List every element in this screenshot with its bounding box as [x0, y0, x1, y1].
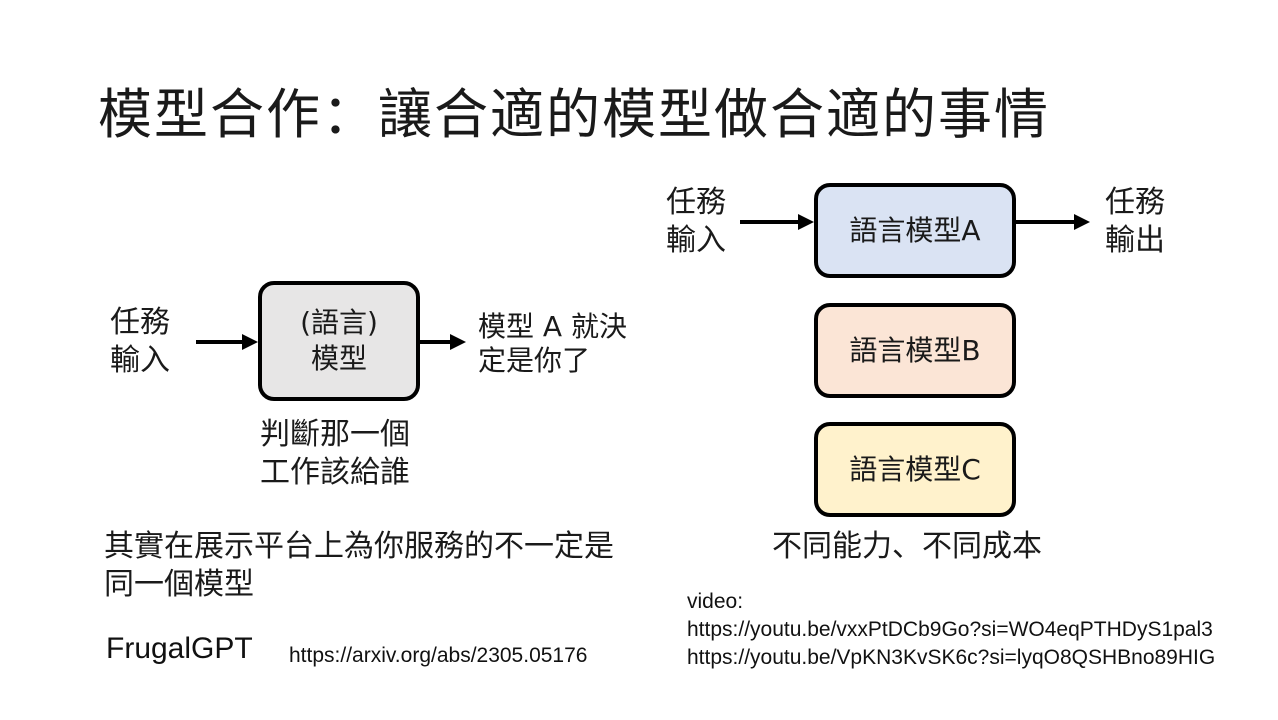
- right-input-line-2: 輸入: [666, 223, 726, 258]
- router-output-line-1: 模型 A 就決: [478, 310, 627, 343]
- video-link-2[interactable]: https://youtu.be/VpKN3KvSK6c?si=lyqO8QSH…: [687, 646, 1216, 669]
- router-note-line-2: 工作該給誰: [260, 455, 410, 490]
- router-model-box: (語言) 模型: [258, 281, 420, 401]
- left-input-arrow: [196, 334, 258, 350]
- router-output-line-2: 定是你了: [478, 344, 591, 377]
- paper-link[interactable]: https://arxiv.org/abs/2305.05176: [289, 644, 588, 667]
- model-b-label: 語言模型B: [849, 333, 981, 367]
- slide-title: 模型合作：讓合適的模型做合適的事情: [98, 83, 1050, 146]
- bottom-explanation-line-1: 其實在展示平台上為你服務的不一定是: [104, 529, 614, 564]
- left-output-arrow: [420, 334, 466, 350]
- models-caption: 不同能力、不同成本: [772, 529, 1042, 564]
- left-input-line-1: 任務: [110, 305, 170, 340]
- left-task-input-label: 任務 輸入: [110, 304, 170, 380]
- right-output-line-1: 任務: [1105, 185, 1165, 220]
- frugalgpt-label: FrugalGPT: [106, 632, 253, 665]
- video-label: video:: [687, 590, 744, 613]
- router-box-line-2: 模型: [310, 342, 367, 375]
- left-input-line-2: 輸入: [110, 343, 170, 378]
- right-task-output-label: 任務 輸出: [1105, 184, 1165, 260]
- router-box-line-1: (語言): [300, 306, 378, 339]
- bottom-explanation-line-2: 同一個模型: [104, 567, 254, 602]
- right-input-arrow: [740, 214, 814, 230]
- model-a-label: 語言模型A: [849, 213, 981, 247]
- language-model-a-box: 語言模型A: [814, 183, 1016, 278]
- right-task-input-label: 任務 輸入: [666, 184, 726, 260]
- router-output-label: 模型 A 就決 定是你了: [478, 310, 627, 378]
- router-note: 判斷那一個 工作該給誰: [260, 416, 410, 492]
- model-c-label: 語言模型C: [849, 452, 981, 486]
- right-output-arrow: [1016, 214, 1090, 230]
- right-output-line-2: 輸出: [1105, 223, 1165, 258]
- language-model-c-box: 語言模型C: [814, 422, 1016, 517]
- router-note-line-1: 判斷那一個: [260, 417, 410, 452]
- bottom-explanation: 其實在展示平台上為你服務的不一定是 同一個模型: [104, 528, 614, 604]
- right-input-line-1: 任務: [666, 185, 726, 220]
- video-link-1[interactable]: https://youtu.be/vxxPtDCb9Go?si=WO4eqPTH…: [687, 618, 1213, 641]
- language-model-b-box: 語言模型B: [814, 303, 1016, 398]
- video-references: video: https://youtu.be/vxxPtDCb9Go?si=W…: [687, 588, 1215, 672]
